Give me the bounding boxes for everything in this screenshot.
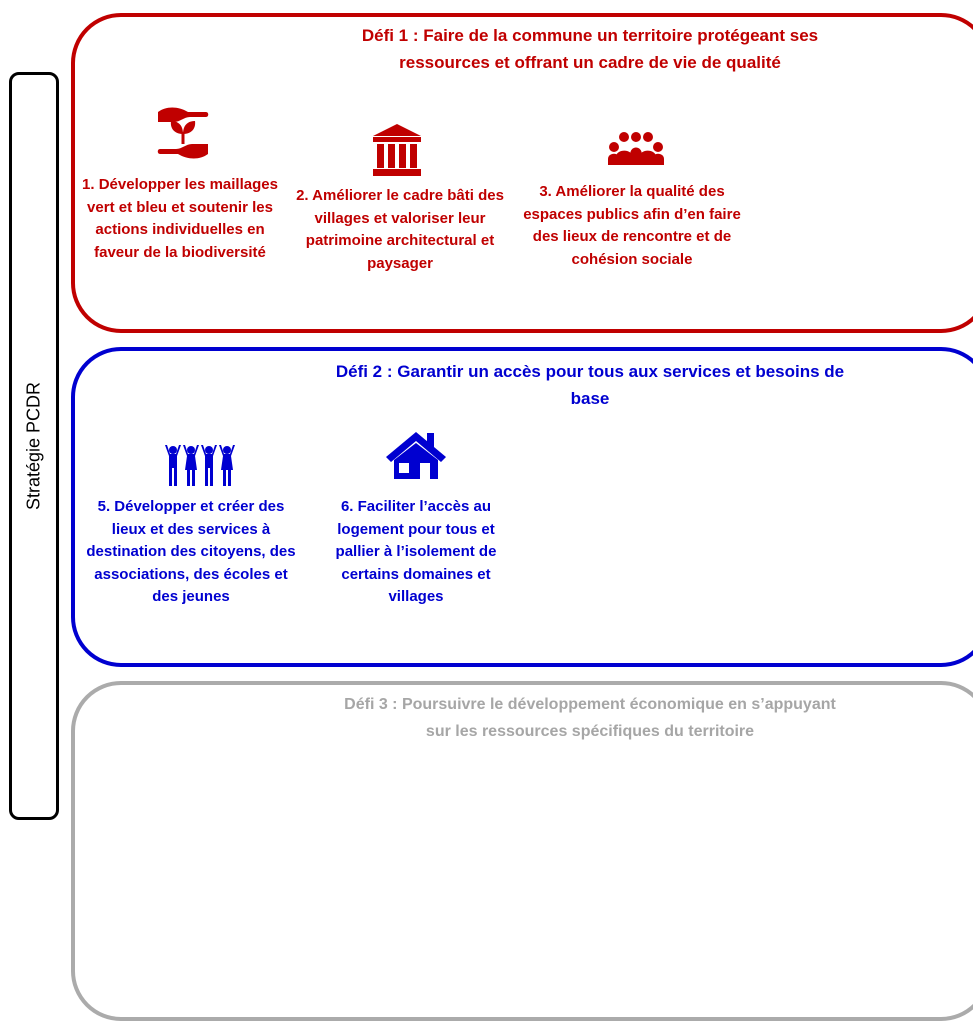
children-group-icon bbox=[165, 445, 235, 486]
house-icon bbox=[386, 432, 446, 479]
action-6-label: 6. Faciliter l’accès au logement pour to… bbox=[335, 498, 497, 605]
action-3-label: 3. Améliorer la qualité des espaces publ… bbox=[523, 183, 741, 268]
challenge-1-title: Défi 1 : Faire de la commune un territoi… bbox=[361, 26, 819, 72]
challenge-3-title: Défi 3 : Poursuivre le développement éco… bbox=[344, 696, 836, 740]
hands-plant-icon bbox=[157, 107, 209, 159]
people-group-icon bbox=[608, 132, 664, 165]
action-1-label: 1. Développer les maillages vert et bleu… bbox=[82, 176, 278, 261]
classical-building-icon bbox=[373, 124, 421, 176]
strategy-label: Stratégie PCDR bbox=[23, 381, 44, 511]
challenge-2-title: Défi 2 : Garantir un accès pour tous aux… bbox=[335, 362, 845, 408]
action-2-label: 2. Améliorer le cadre bâti des villages … bbox=[296, 187, 504, 272]
action-5-label: 5. Développer et créer des lieux et des … bbox=[86, 498, 296, 605]
strategy-sidebar: Stratégie PCDR bbox=[9, 72, 59, 820]
challenge-1-panel bbox=[71, 13, 973, 333]
challenge-2-panel bbox=[71, 347, 973, 667]
